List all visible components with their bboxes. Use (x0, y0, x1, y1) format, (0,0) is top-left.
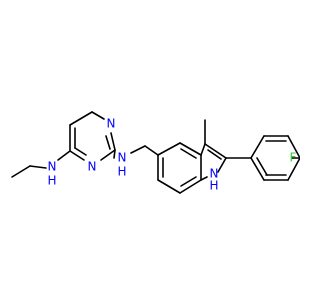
bond-indole-c4-c3a-double (180, 148, 197, 159)
bond-indole-c7a-c7-double (180, 176, 197, 187)
bond-phenyl-c4-c5 (287, 157, 300, 181)
bond-indole-c3-c2-double (207, 149, 222, 160)
bond-indole-c4-c3a (179, 142, 202, 156)
atom-label-pyrimidine-n3: N (88, 160, 97, 174)
bond-nh-c4 (57, 150, 71, 161)
bond-indole-n1-c7a (200, 176, 208, 181)
bond-c6-n1 (91, 111, 105, 120)
bond-ethyl-ch2-n (29, 165, 47, 169)
bond-c2-n3 (100, 149, 116, 161)
bond-ethyl-ch3-ch2 (11, 165, 31, 178)
bond-ch2-indole (144, 145, 159, 156)
bond-c2-nh (113, 149, 116, 159)
bond-phenyl-c1-c2 (250, 135, 265, 159)
bond-indole-c7-c6 (157, 179, 181, 194)
bond-nh-ch2 (130, 145, 146, 154)
bond-n3-c4 (69, 150, 85, 161)
bond-phenyl-c6-c1-double (256, 157, 268, 176)
bond-n3-c4-double (74, 147, 87, 156)
atom-label-indole-h: H (209, 179, 218, 193)
bond-indole-c2-n1 (217, 157, 227, 173)
atom-label-linker-h: H (117, 165, 126, 179)
bond-n1-c2-double (105, 135, 111, 150)
bond-phenyl-c6-c1 (250, 157, 265, 181)
atom-label-ethylamine-h: H (47, 174, 56, 188)
atom-label-indole-n: N (210, 167, 219, 181)
atom-label-pyrimidine-n1: N (107, 117, 116, 131)
atom-label-ethylamine-n: N (48, 160, 57, 174)
atom-label-linker-n: N (118, 151, 127, 165)
molecule-canvas: N N N H N H N H F (11, 111, 300, 194)
bond-n1-c2 (110, 132, 116, 151)
atom-label-fluorine: F (290, 151, 297, 165)
bond-phenyl-c3-c4 (287, 135, 300, 159)
bond-indole-c3a-c3 (200, 143, 206, 156)
bond-indole-c3-c2 (204, 143, 227, 159)
molecule-structure: N N N H N H N H F (11, 111, 300, 194)
bond-indole-c7a-c7 (179, 179, 202, 194)
bond-indole-c5-c4 (157, 142, 181, 156)
bond-c5-c6 (69, 111, 93, 126)
